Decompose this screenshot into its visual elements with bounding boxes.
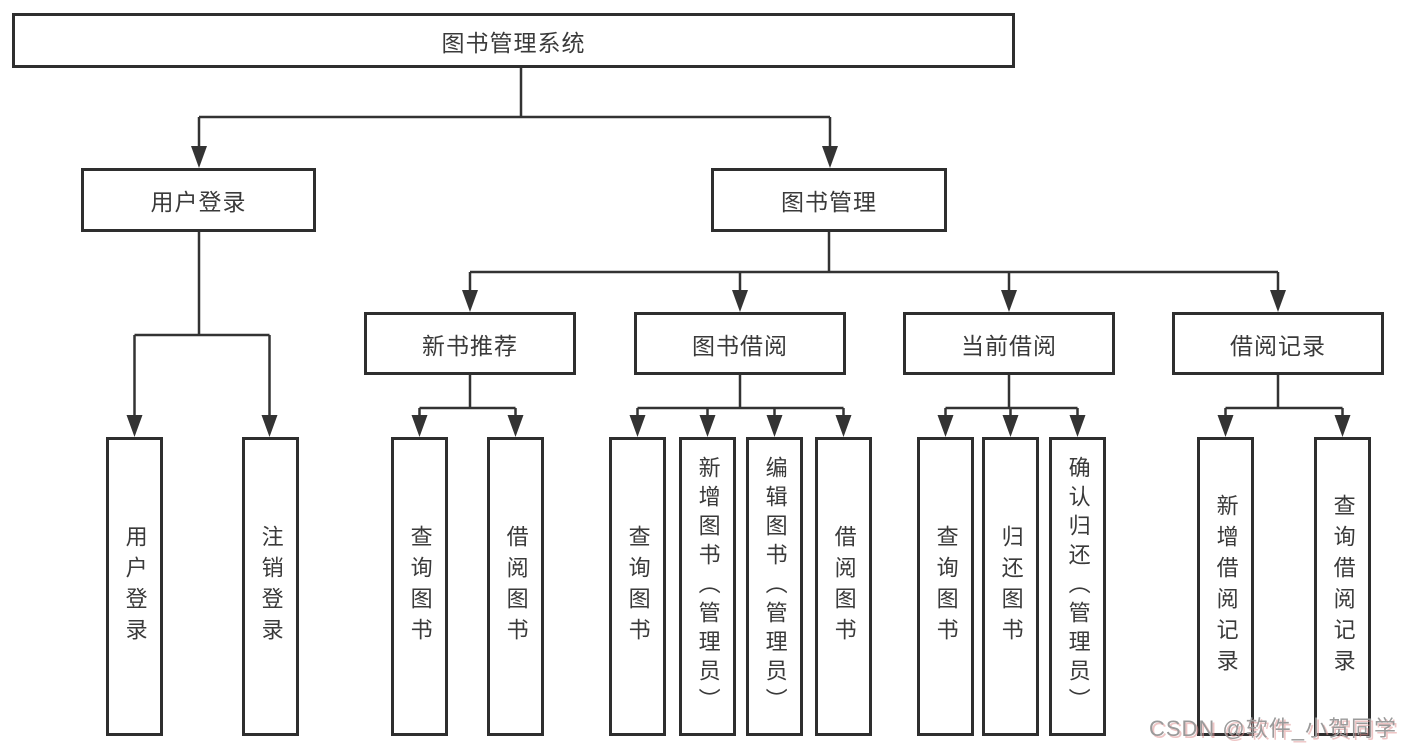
arrow-down-icon <box>835 415 852 437</box>
leaf-add-books-admin: 新增图书（管理员） <box>679 437 736 736</box>
node-borrowing-records-label: 借阅记录 <box>1230 332 1326 359</box>
leaf-logout: 注销登录 <box>242 437 299 736</box>
node-current-borrowing: 当前借阅 <box>903 312 1115 375</box>
leaf-borrow-books-recommend: 借阅图书 <box>487 437 544 736</box>
arrow-down-icon <box>699 415 716 437</box>
node-book-management: 图书管理 <box>711 168 947 232</box>
node-borrowing-records: 借阅记录 <box>1172 312 1384 375</box>
arrow-down-icon <box>507 415 524 437</box>
leaf-query-books-current-label: 查询图书 <box>933 524 959 649</box>
leaf-logout-label: 注销登录 <box>258 524 284 649</box>
arrowheads <box>126 146 1351 437</box>
arrow-down-icon <box>1002 415 1019 437</box>
node-current-borrowing-label: 当前借阅 <box>961 332 1057 359</box>
arrow-down-icon <box>462 290 478 312</box>
arrow-down-icon <box>937 415 954 437</box>
leaf-return-books: 归还图书 <box>982 437 1039 736</box>
arrow-down-icon <box>411 415 428 437</box>
leaf-query-borrow-record: 查询借阅记录 <box>1314 437 1371 736</box>
arrow-down-icon <box>1217 415 1234 437</box>
node-new-book-recommend: 新书推荐 <box>364 312 576 375</box>
arrow-down-icon <box>822 146 838 168</box>
connector-current-borrow-to-children <box>944 375 1079 419</box>
connector-new-book-rec-to-children <box>418 375 517 419</box>
leaf-query-borrow-record-label: 查询借阅记录 <box>1330 493 1356 680</box>
leaf-confirm-return-admin: 确认归还（管理员） <box>1049 437 1106 736</box>
node-book-borrowing-label: 图书借阅 <box>692 332 788 359</box>
arrow-down-icon <box>1270 290 1286 312</box>
node-user-login-label: 用户登录 <box>150 189 247 215</box>
node-book-borrowing: 图书借阅 <box>634 312 846 375</box>
arrow-down-icon <box>1334 415 1351 437</box>
arrow-down-icon <box>629 415 646 437</box>
arrow-down-icon <box>126 415 143 437</box>
arrow-down-icon <box>732 290 748 312</box>
arrow-down-icon <box>1069 415 1086 437</box>
leaf-user-login: 用户登录 <box>106 437 163 736</box>
leaf-query-books-recommend-label: 查询图书 <box>407 524 433 649</box>
leaf-add-borrow-record: 新增借阅记录 <box>1197 437 1254 736</box>
connector-borrow-records-to-children <box>1224 375 1344 419</box>
connector-book-borrow-to-children <box>636 375 845 419</box>
node-root-system: 图书管理系统 <box>12 13 1015 68</box>
arrow-down-icon <box>766 415 783 437</box>
leaf-borrow-books-recommend-label: 借阅图书 <box>503 524 529 649</box>
node-book-management-label: 图书管理 <box>781 189 877 215</box>
leaf-add-books-admin-label: 新增图书（管理员） <box>695 456 721 717</box>
leaf-user-login-label: 用户登录 <box>122 524 148 649</box>
connector-book-mgmt-to-level3 <box>468 232 1280 294</box>
leaf-borrow-books-borrowing: 借阅图书 <box>815 437 872 736</box>
leaf-query-books-borrowing: 查询图书 <box>609 437 666 736</box>
node-new-book-recommend-label: 新书推荐 <box>422 332 518 359</box>
arrow-down-icon <box>261 415 278 437</box>
leaf-query-books-current: 查询图书 <box>917 437 974 736</box>
leaf-edit-books-admin-label: 编辑图书（管理员） <box>762 456 788 717</box>
arrow-down-icon <box>191 146 207 168</box>
leaf-return-books-label: 归还图书 <box>998 524 1024 649</box>
leaf-query-books-borrowing-label: 查询图书 <box>625 524 651 649</box>
node-root-system-label: 图书管理系统 <box>441 29 586 56</box>
leaf-confirm-return-admin-label: 确认归还（管理员） <box>1065 456 1091 717</box>
node-user-login: 用户登录 <box>81 168 316 232</box>
connector-root-to-level2 <box>197 68 832 150</box>
csdn-watermark: CSDN @软件_小贺同学 <box>1148 716 1397 741</box>
connector-user-login-to-children <box>133 232 271 419</box>
arrow-down-icon <box>1001 290 1017 312</box>
leaf-edit-books-admin: 编辑图书（管理员） <box>746 437 803 736</box>
leaf-query-books-recommend: 查询图书 <box>391 437 448 736</box>
leaf-add-borrow-record-label: 新增借阅记录 <box>1213 493 1239 680</box>
leaf-borrow-books-borrowing-label: 借阅图书 <box>831 524 857 649</box>
